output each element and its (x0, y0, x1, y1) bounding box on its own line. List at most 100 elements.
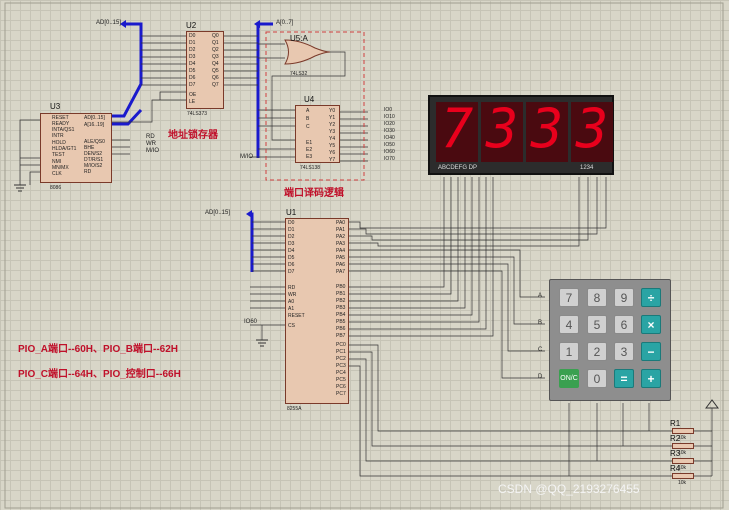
key-6[interactable]: 6 (614, 315, 634, 334)
bus-label-a: A[0..7] (276, 20, 294, 26)
u4-ref: U4 (304, 95, 315, 104)
u3-pin: TEST (52, 152, 65, 158)
or-gate-u5 (284, 39, 331, 65)
u4-pin: Y4 (329, 136, 336, 142)
u3-pin: RD (84, 169, 92, 175)
u4-pin: Y5 (329, 143, 336, 149)
u2-pin: Q0 (212, 33, 219, 39)
key-8[interactable]: 8 (587, 288, 607, 307)
port-address-note-1: PIO_A端口--60H、PIO_B端口--62H (18, 344, 179, 355)
u1-pb-pin: PB1 (336, 291, 346, 297)
u1-pc-pin: PC1 (336, 349, 346, 355)
u3-pin: HLDA/GT1 (52, 146, 77, 152)
chip-u2-74ls373[interactable] (186, 31, 224, 109)
u3-pin: INTR (52, 133, 64, 139)
decode-logic-box (265, 31, 365, 181)
u3-pin: NMI (52, 159, 62, 165)
resistor-ref: R3 (670, 449, 681, 458)
key-divide[interactable]: ÷ (641, 288, 661, 307)
u2-pin: Q5 (212, 68, 219, 74)
digit-value: 7 (440, 97, 474, 160)
resistor-ref: R2 (670, 434, 681, 443)
key-2[interactable]: 2 (587, 342, 607, 361)
seven-segment-display[interactable]: 7 3 3 3 ABCDEFG DP 1234 (428, 95, 614, 175)
keypad-row-label: D (538, 374, 543, 380)
key-7[interactable]: 7 (559, 288, 579, 307)
chip-u1-8255a[interactable] (285, 218, 349, 404)
chip-u4-74ls138[interactable] (295, 105, 340, 163)
u1-pin: D0 (288, 220, 295, 226)
u4-pin: Y0 (329, 108, 336, 114)
u4-pin: C (306, 124, 310, 130)
resistor-r2[interactable] (672, 443, 694, 449)
key-5[interactable]: 5 (587, 315, 607, 334)
u1-pb-pin: PB6 (336, 326, 346, 332)
u1-pa-pin: PA1 (336, 227, 346, 233)
u4-pin: Y2 (329, 122, 336, 128)
u1-pin: WR (288, 292, 297, 298)
io-net-label: IO70 (384, 156, 395, 162)
u1-pin: D3 (288, 241, 295, 247)
key-multiply[interactable]: × (641, 315, 661, 334)
u3-ref: U3 (50, 102, 61, 111)
signal-wires (19, 35, 713, 477)
key-1[interactable]: 1 (559, 342, 579, 361)
u2-pin: Q4 (212, 61, 219, 67)
u2-pin: Q7 (212, 82, 219, 88)
u1-pin: RESET (288, 313, 305, 319)
u2-pin: D7 (189, 82, 196, 88)
u5-ref: U5:A (290, 34, 308, 43)
resistor-ref: R1 (670, 419, 681, 428)
key-plus[interactable]: + (641, 369, 661, 388)
resistor-r1[interactable] (672, 428, 694, 434)
u1-pa-pin: PA2 (336, 234, 346, 240)
display-digit-2 (481, 102, 523, 162)
u1-pin: D7 (288, 269, 295, 275)
u3-pin: AD[0..15] (84, 115, 105, 121)
key-3[interactable]: 3 (614, 342, 634, 361)
u1-pin: D4 (288, 248, 295, 254)
key-0[interactable]: 0 (587, 369, 607, 388)
u2-ref: U2 (186, 21, 197, 30)
u2-pin: OE (189, 92, 197, 98)
u1-pin: D5 (288, 255, 295, 261)
u1-pc-pin: PC5 (336, 377, 346, 383)
u1-pin: D1 (288, 227, 295, 233)
u1-pin: A1 (288, 306, 295, 312)
io-net-label: IO10 (384, 114, 395, 120)
u1-pb-pin: PB4 (336, 312, 346, 318)
resistor-r4[interactable] (672, 473, 694, 479)
u2-pin: Q1 (212, 40, 219, 46)
u2-pin: Q2 (212, 47, 219, 53)
u2-pin: D2 (189, 47, 196, 53)
u3-pin: CLK (52, 171, 62, 177)
display-common-label: 1234 (580, 165, 594, 171)
u4-pin: Y7 (329, 157, 336, 163)
u4-pin: A (306, 108, 310, 114)
u1-pc-pin: PC2 (336, 356, 346, 362)
keypad-row-label: A (538, 293, 543, 299)
key-9[interactable]: 9 (614, 288, 634, 307)
u1-pa-pin: PA4 (336, 248, 346, 254)
u4-pin: E2 (306, 147, 313, 153)
u3-pin: DT/R/S1 (84, 157, 104, 163)
key-equals[interactable]: = (614, 369, 634, 388)
resistor-r3[interactable] (672, 458, 694, 464)
u1-pin: A0 (288, 299, 295, 305)
key-4[interactable]: 4 (559, 315, 579, 334)
u1-pa-pin: PA5 (336, 255, 346, 261)
u2-pin: D0 (189, 33, 196, 39)
port-address-note-2: PIO_C端口--64H、PIO_控制口--66H (18, 369, 181, 380)
u3-net-mio: M/IO (146, 148, 159, 154)
u1-pb-pin: PB7 (336, 333, 346, 339)
key-on-clear[interactable]: ON/C (559, 369, 579, 388)
u3-pin: A[16..19] (84, 122, 105, 128)
chip-u3-8086[interactable] (40, 113, 112, 183)
u5-part: 74LS32 (290, 71, 308, 77)
resistor-value: 10k (678, 465, 687, 471)
keypad-row-label: B (538, 320, 543, 326)
latch-caption: 地址锁存器 (168, 130, 218, 141)
bus-label-ad: AD[0..15] (96, 20, 122, 26)
key-minus[interactable]: − (641, 342, 661, 361)
